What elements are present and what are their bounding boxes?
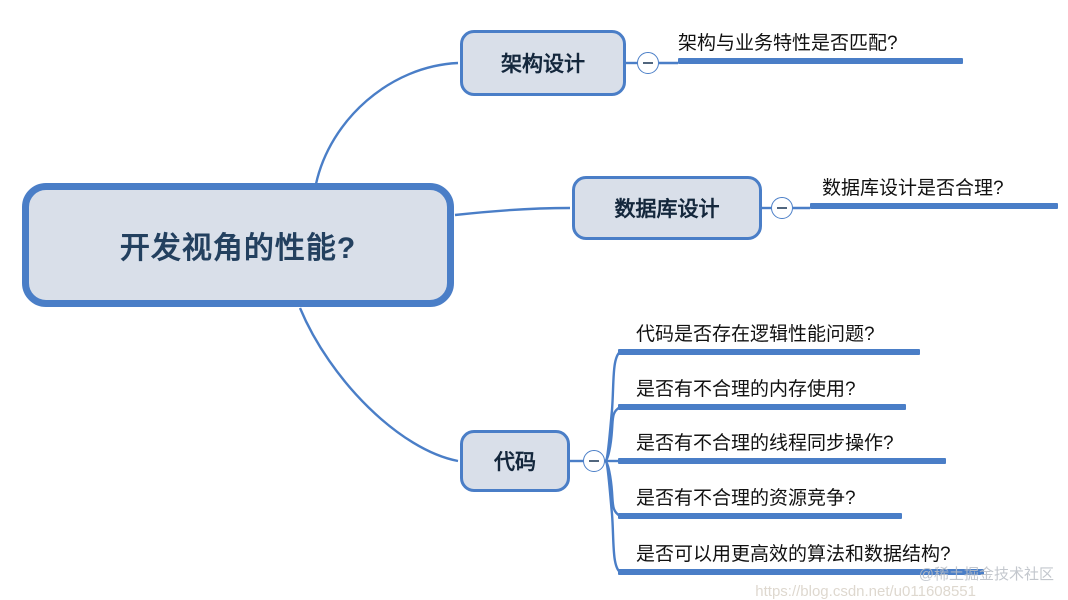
leaf-item-code-3[interactable]: 是否有不合理的线程同步操作? [618,426,946,464]
collapse-minus-icon-architecture[interactable] [637,52,659,74]
minus-glyph [589,460,599,462]
leaf-underline [618,513,902,519]
watermark-url: https://blog.csdn.net/u011608551 [755,583,976,600]
leaf-item-label: 是否有不合理的线程同步操作? [636,433,894,454]
branch-node-code-label: 代码 [494,451,536,474]
leaf-item-label: 数据库设计是否合理? [822,178,1004,199]
collapse-minus-icon-database[interactable] [771,197,793,219]
minus-glyph [777,207,787,209]
branch-node-architecture[interactable]: 架构设计 [460,30,626,96]
leaf-item-label: 代码是否存在逻辑性能问题? [636,324,875,345]
branch-node-architecture-label: 架构设计 [501,53,585,76]
collapse-minus-icon-code[interactable] [583,450,605,472]
leaf-item-code-1[interactable]: 代码是否存在逻辑性能问题? [618,317,920,355]
root-node[interactable]: 开发视角的性能? [22,183,454,307]
leaf-item-code-5[interactable]: 是否可以用更高效的算法和数据结构? [618,537,984,575]
leaf-underline [618,404,906,410]
leaf-underline [678,58,963,64]
branch-node-database[interactable]: 数据库设计 [572,176,762,240]
watermark-brand: @稀土掘金技术社区 [918,566,1054,583]
leaf-underline [618,349,920,355]
leaf-item-architecture-1[interactable]: 架构与业务特性是否匹配? [678,26,963,64]
leaf-underline [618,569,984,575]
edge-root-architecture [314,61,459,185]
leaf-underline [618,458,946,464]
branch-node-code[interactable]: 代码 [460,430,570,492]
leaf-item-label: 是否有不合理的内存使用? [636,379,856,400]
leaf-item-database-1[interactable]: 数据库设计是否合理? [810,171,1058,209]
root-node-label: 开发视角的性能? [119,232,357,265]
leaf-item-code-2[interactable]: 是否有不合理的内存使用? [618,372,906,410]
leaf-item-label: 是否有不合理的资源竞争? [636,488,856,509]
branch-node-database-label: 数据库设计 [614,198,720,221]
leaf-item-code-4[interactable]: 是否有不合理的资源竞争? [618,481,902,519]
leaf-item-label: 是否可以用更高效的算法和数据结构? [636,544,951,565]
leaf-underline [810,203,1058,209]
edge-root-code [298,307,459,463]
minus-glyph [643,62,653,64]
leaf-item-label: 架构与业务特性是否匹配? [678,33,898,54]
edge-root-database [454,206,571,217]
